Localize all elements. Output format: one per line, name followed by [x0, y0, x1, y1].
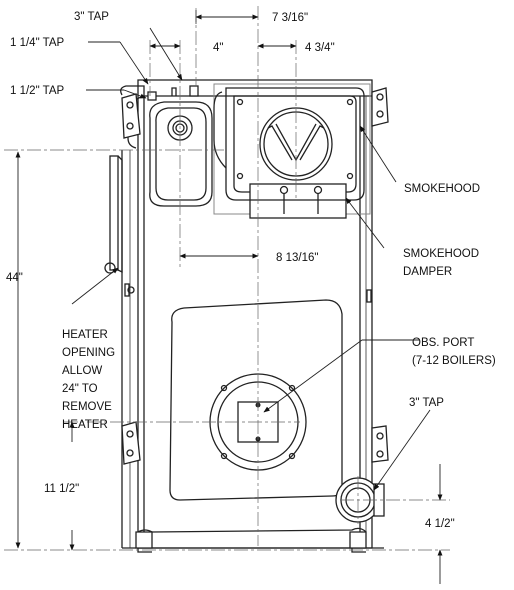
label-smokehood-damper-line2: DAMPER: [403, 266, 452, 278]
foot-left: [135, 531, 153, 553]
label-heater-opening-line1: HEATER: [62, 329, 108, 341]
heater-oval: [149, 101, 213, 207]
leader-lines: [71, 27, 431, 491]
label-heater-opening-line4: 24" TO: [62, 383, 98, 395]
dimension-7-3-16: [195, 10, 259, 24]
side-bolt-left: [127, 286, 135, 294]
label-heater-opening-line3: ALLOW: [62, 365, 102, 377]
dim-label-44: 44": [6, 272, 23, 284]
smokehood-damper: [249, 183, 347, 219]
tap-fitting-1-1-4: [189, 85, 199, 97]
label-tap-3-top: 3" TAP: [74, 11, 109, 23]
mounting-bracket-right-bottom: [371, 425, 389, 463]
dim-label-4-3-4: 4 3/4": [305, 42, 335, 54]
label-smokehood-damper-line1: SMOKEHOOD: [403, 248, 479, 260]
dim-label-4-1-2: 4 1/2": [425, 518, 455, 530]
label-tap-3-bottom: 3" TAP: [409, 397, 444, 409]
foot-right: [349, 531, 367, 553]
label-tap-1-1-2: 1 1/2" TAP: [10, 85, 64, 97]
tap-fitting-1-1-2: [147, 91, 157, 101]
label-obs-port-line1: OBS. PORT: [412, 337, 474, 349]
mounting-bracket-left-bottom: [121, 421, 141, 465]
side-tab-left: [124, 283, 130, 297]
label-heater-opening-line5: REMOVE: [62, 401, 112, 413]
label-smokehood: SMOKEHOOD: [404, 183, 480, 195]
mounting-bracket-left-top: [121, 93, 141, 139]
dim-label-11-1-2: 11 1/2": [44, 483, 79, 495]
dim-label-7-3-16: 7 3/16": [272, 12, 308, 24]
dim-label-4: 4": [213, 42, 223, 54]
label-tap-1-1-4: 1 1/4" TAP: [10, 37, 64, 49]
label-obs-port-line2: (7-12 BOILERS): [412, 355, 496, 367]
label-heater-opening-line6: HEATER: [62, 419, 108, 431]
label-heater-opening-line2: OPENING: [62, 347, 115, 359]
side-tab-right: [366, 289, 372, 303]
mounting-bracket-right-top: [371, 87, 389, 127]
center-lines: [4, 6, 450, 551]
heater-opening-panel: [109, 155, 123, 274]
boiler-body: [120, 79, 384, 549]
tap-fitting-top-small: [171, 87, 177, 96]
dim-label-8-13-16: 8 13/16": [276, 252, 318, 264]
